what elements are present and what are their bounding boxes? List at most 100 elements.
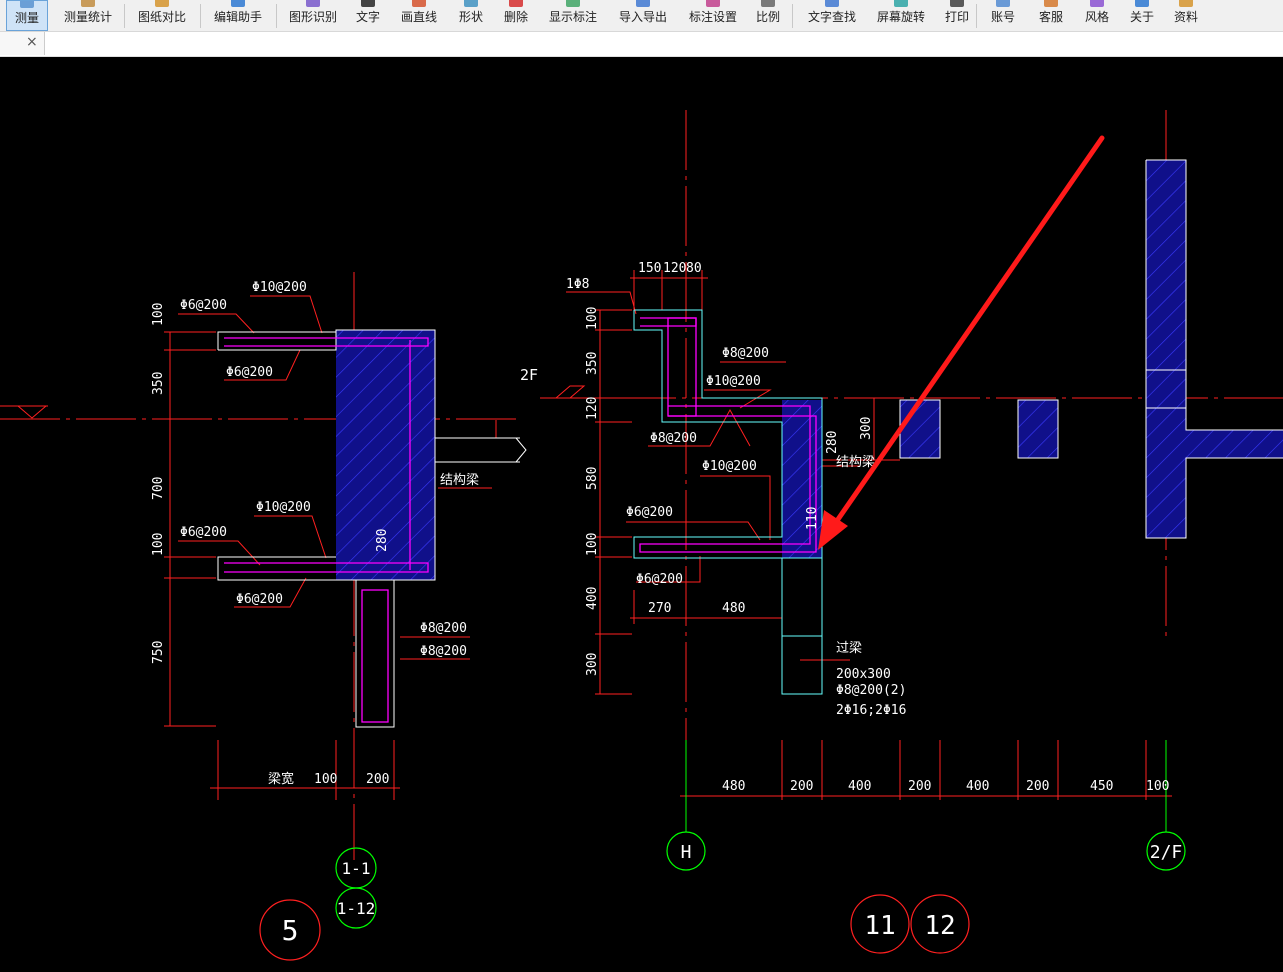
- toolbar-item-5[interactable]: 文字: [350, 0, 386, 31]
- right-dim-v-7: 300: [585, 653, 600, 676]
- right-mid-dim-2: 480: [722, 601, 745, 616]
- right-dim-v-2: 350: [585, 352, 600, 375]
- toolbar-item-10[interactable]: 导入导出: [612, 0, 674, 31]
- ruler-icon: [19, 1, 35, 8]
- toolbar-item-label: 打印: [944, 10, 969, 24]
- right-rebar-4: Φ10@200: [702, 459, 757, 474]
- toolbar-item-label: 图纸对比: [137, 10, 186, 24]
- annotation-icon: [565, 0, 581, 7]
- left-dim-280: 280: [375, 529, 390, 552]
- toolbar-item-0[interactable]: 测量: [6, 0, 48, 31]
- right-dim-v-4: 580: [585, 467, 600, 490]
- right-beam-label: 结构梁: [836, 455, 875, 470]
- right-bottom-dim-2: 200: [790, 779, 813, 794]
- right-dim-v-6: 400: [585, 587, 600, 610]
- right-bottom-dim-1: 480: [722, 779, 745, 794]
- right-inner-dim-3: 110: [805, 507, 820, 530]
- toolbar-item-19[interactable]: 关于: [1124, 0, 1160, 31]
- toolbar-item-label: 文字查找: [807, 10, 856, 24]
- toolbar-item-20[interactable]: 资料: [1166, 0, 1206, 31]
- highlight-arrow: [818, 135, 1105, 550]
- left-rebar-8: Φ8@200: [420, 644, 467, 659]
- toolbar-item-15[interactable]: 打印: [938, 0, 976, 31]
- toolbar-item-label: 风格: [1084, 10, 1109, 24]
- left-rebar-7: Φ8@200: [420, 621, 467, 636]
- left-dim-v-3: 700: [151, 477, 166, 500]
- right-bottom-dim-5: 400: [966, 779, 989, 794]
- left-beam-label: 结构梁: [440, 473, 479, 488]
- about-icon: [1134, 0, 1150, 7]
- support-icon: [1043, 0, 1059, 7]
- document-tab[interactable]: ×: [0, 32, 45, 55]
- right-rebar-1: Φ8@200: [722, 346, 769, 361]
- close-tab-icon[interactable]: ×: [26, 34, 38, 50]
- toolbar-separator: [200, 4, 201, 28]
- toolbar-item-3[interactable]: 编辑助手: [206, 0, 270, 31]
- right-bottom-dim-7: 450: [1090, 779, 1113, 794]
- left-rebar-4: Φ10@200: [256, 500, 311, 515]
- toolbar-item-8[interactable]: 删除: [498, 0, 534, 31]
- toolbar-item-9[interactable]: 显示标注: [542, 0, 604, 31]
- toolbar-item-14[interactable]: 屏幕旋转: [870, 0, 932, 31]
- docs-icon: [1178, 0, 1194, 7]
- right-detail-11: 11: [864, 911, 895, 941]
- toolbar-item-17[interactable]: 客服: [1032, 0, 1070, 31]
- toolbar-item-label: 测量: [14, 11, 39, 25]
- edit-icon: [230, 0, 246, 7]
- right-rebar-3: Φ8@200: [650, 431, 697, 446]
- toolbar-item-label: 客服: [1038, 10, 1063, 24]
- left-bottom-dim-1: 梁宽: [268, 771, 294, 787]
- toolbar-item-2[interactable]: 图纸对比: [130, 0, 194, 31]
- right-axis-2f: 2/F: [1150, 842, 1183, 863]
- toolbar-item-16[interactable]: 账号: [984, 0, 1022, 31]
- right-mid-dim-1: 270: [648, 601, 671, 616]
- left-rebar-5: Φ6@200: [180, 525, 227, 540]
- main-toolbar: 测量 测量统计 图纸对比 编辑助手图形识别文字 画直线 形状删除显示标注导入导出标注设置比…: [0, 0, 1283, 32]
- recognize-icon: [305, 0, 321, 7]
- right-bottom-dim-8: 100: [1146, 779, 1169, 794]
- rotate-icon: [893, 0, 909, 7]
- right-detail-12: 12: [924, 911, 955, 941]
- toolbar-separator: [976, 4, 977, 28]
- toolbar-item-label: 文字: [355, 10, 380, 24]
- toolbar-item-1[interactable]: 测量统计: [56, 0, 120, 31]
- lintel-bars: 2Φ16;2Φ16: [836, 703, 906, 718]
- toolbar-item-label: 账号: [990, 10, 1015, 24]
- right-inner-dim-2: 300: [859, 417, 874, 440]
- left-rebar-2: Φ6@200: [180, 298, 227, 313]
- right-dim-v-1: 100: [585, 307, 600, 330]
- document-tab-bar: ×: [0, 32, 1283, 57]
- find-text-icon: [824, 0, 840, 7]
- toolbar-separator: [276, 4, 277, 28]
- toolbar-item-label: 画直线: [400, 10, 437, 24]
- toolbar-item-13[interactable]: 文字查找: [800, 0, 864, 31]
- toolbar-item-6[interactable]: 画直线: [394, 0, 444, 31]
- right-axis-h: H: [681, 842, 692, 863]
- stats-icon: [80, 0, 96, 7]
- toolbar-item-18[interactable]: 风格: [1078, 0, 1116, 31]
- toolbar-item-7[interactable]: 形状: [452, 0, 490, 31]
- lintel-stirrup: Φ8@200(2): [836, 683, 906, 698]
- toolbar-item-12[interactable]: 比例: [748, 0, 788, 31]
- toolbar-item-label: 删除: [503, 10, 528, 24]
- right-rebar-5: Φ6@200: [626, 505, 673, 520]
- drawing-canvas[interactable]: Φ10@200 Φ6@200 Φ6@200 Φ10@200 Φ6@200 Φ6@…: [0, 57, 1283, 968]
- left-rebar-3: Φ6@200: [226, 365, 273, 380]
- cad-drawing: Φ10@200 Φ6@200 Φ6@200 Φ10@200 Φ6@200 Φ6@…: [0, 110, 1283, 961]
- shape-icon: [463, 0, 479, 7]
- text-icon: [360, 0, 376, 7]
- toolbar-item-label: 测量统计: [63, 10, 112, 24]
- left-dim-v-5: 750: [151, 641, 166, 664]
- right-dim-v-5: 100: [585, 533, 600, 556]
- right-dim-v-3: 120: [585, 397, 600, 420]
- toolbar-item-11[interactable]: 标注设置: [682, 0, 744, 31]
- import-export-icon: [635, 0, 651, 7]
- scale-icon: [760, 0, 776, 7]
- toolbar-item-label: 标注设置: [688, 10, 737, 24]
- right-bottom-dim-6: 200: [1026, 779, 1049, 794]
- toolbar-item-label: 资料: [1173, 10, 1198, 24]
- right-inner-dim-1: 280: [825, 431, 840, 454]
- toolbar-item-4[interactable]: 图形识别: [282, 0, 344, 31]
- left-bottom-dim-2: 100: [314, 772, 337, 787]
- right-bar-label: 1Φ8: [566, 277, 589, 292]
